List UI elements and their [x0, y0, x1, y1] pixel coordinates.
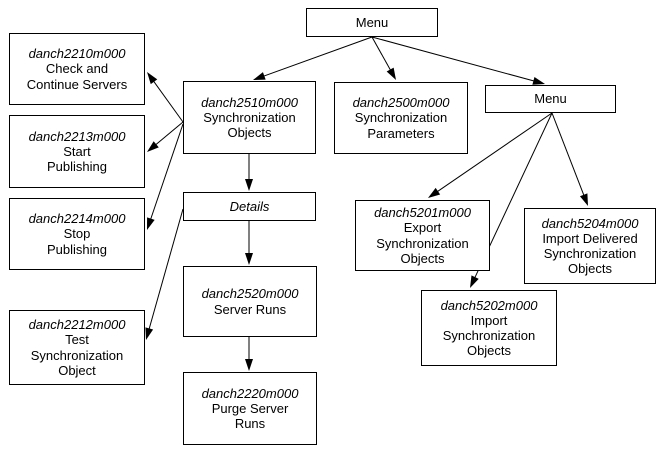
- arrowhead: [245, 253, 253, 265]
- node-label-line: Server Runs: [213, 301, 287, 317]
- node-label-line: Publishing: [47, 159, 107, 175]
- node-menu-right[interactable]: Menu: [485, 85, 616, 113]
- node-label-line: Synchronization: [376, 235, 469, 251]
- arrowhead: [579, 193, 588, 206]
- node-label-line: Purge Server: [211, 400, 289, 416]
- node-code: danch2520m000: [201, 286, 299, 302]
- arrowhead: [428, 187, 441, 198]
- node-label-line: Object: [58, 362, 96, 378]
- node-label-line: Objects: [400, 250, 445, 266]
- node-label-line: Objects: [227, 125, 272, 141]
- node-label-line: Menu: [534, 91, 567, 107]
- arrowhead: [147, 217, 155, 230]
- edge-danch2510m000-to-details: [245, 154, 253, 191]
- arrowhead: [147, 141, 159, 152]
- node-label-line: Details: [229, 198, 270, 214]
- node-label-line: Continue Servers: [26, 76, 128, 92]
- node-label-line: Synchronization: [543, 246, 637, 261]
- node-code: danch2212m000: [28, 317, 126, 333]
- node-code: danch5202m000: [440, 297, 538, 313]
- node-label-line: Check and: [45, 61, 109, 77]
- edge-danch2510m000-to-danch2210m000: [147, 72, 184, 123]
- node-label-line: Runs: [234, 416, 266, 432]
- edge-danch2520m000-to-danch2220m000: [245, 337, 253, 371]
- edge-menu-top-to-menu-right: [371, 36, 545, 85]
- node-label-line: Test: [65, 332, 89, 348]
- edge-danch2510m000-to-danch2213m000: [147, 121, 184, 152]
- arrowhead: [147, 72, 158, 85]
- node-code: danch2214m000: [28, 211, 126, 227]
- node-label-line: Stop: [63, 226, 91, 242]
- node-label-line: Start: [63, 143, 91, 159]
- node-label-line: Import Delivered: [542, 230, 638, 246]
- node-details[interactable]: Details: [183, 192, 316, 221]
- edge-menu-top-to-danch2510m000: [253, 36, 373, 80]
- edge-menu-right-to-danch5204m000: [551, 112, 588, 206]
- node-label-line: Parameters: [367, 125, 435, 141]
- arrowhead: [253, 72, 266, 80]
- arrowhead: [145, 327, 154, 340]
- node-code: danch5201m000: [374, 205, 471, 221]
- arrowhead: [245, 179, 253, 191]
- node-code: danch2510m000: [201, 94, 298, 110]
- node-label-line: Objects: [466, 343, 512, 359]
- arrowhead: [245, 359, 253, 371]
- edge-danch2510m000-to-danch2214m000: [147, 123, 184, 230]
- edge-details-to-danch2520m000: [245, 221, 253, 265]
- arrowhead: [386, 67, 396, 80]
- node-menu-top[interactable]: Menu: [306, 8, 438, 37]
- node-code: danch2220m000: [201, 385, 299, 401]
- node-label-line: Menu: [355, 14, 389, 30]
- node-code: danch2500m000: [352, 95, 450, 111]
- node-code: danch2213m000: [28, 128, 126, 144]
- edge-details-to-danch2212m000: [145, 208, 184, 340]
- node-label-line: Synchronization: [203, 109, 296, 125]
- arrowhead: [532, 76, 545, 85]
- node-label-line: Objects: [567, 261, 613, 277]
- edge-menu-top-to-danch2500m000: [371, 36, 396, 80]
- node-code: danch5204m000: [541, 215, 639, 231]
- node-label-line: Synchronization: [30, 347, 124, 363]
- arrowhead: [470, 275, 479, 288]
- node-label-line: Import: [470, 312, 508, 328]
- node-code: danch2210m000: [28, 46, 126, 62]
- node-label-line: Publishing: [47, 241, 107, 257]
- node-label-line: Export: [403, 220, 442, 236]
- node-label-line: Synchronization: [442, 328, 536, 343]
- node-label-line: Synchronization: [354, 110, 448, 126]
